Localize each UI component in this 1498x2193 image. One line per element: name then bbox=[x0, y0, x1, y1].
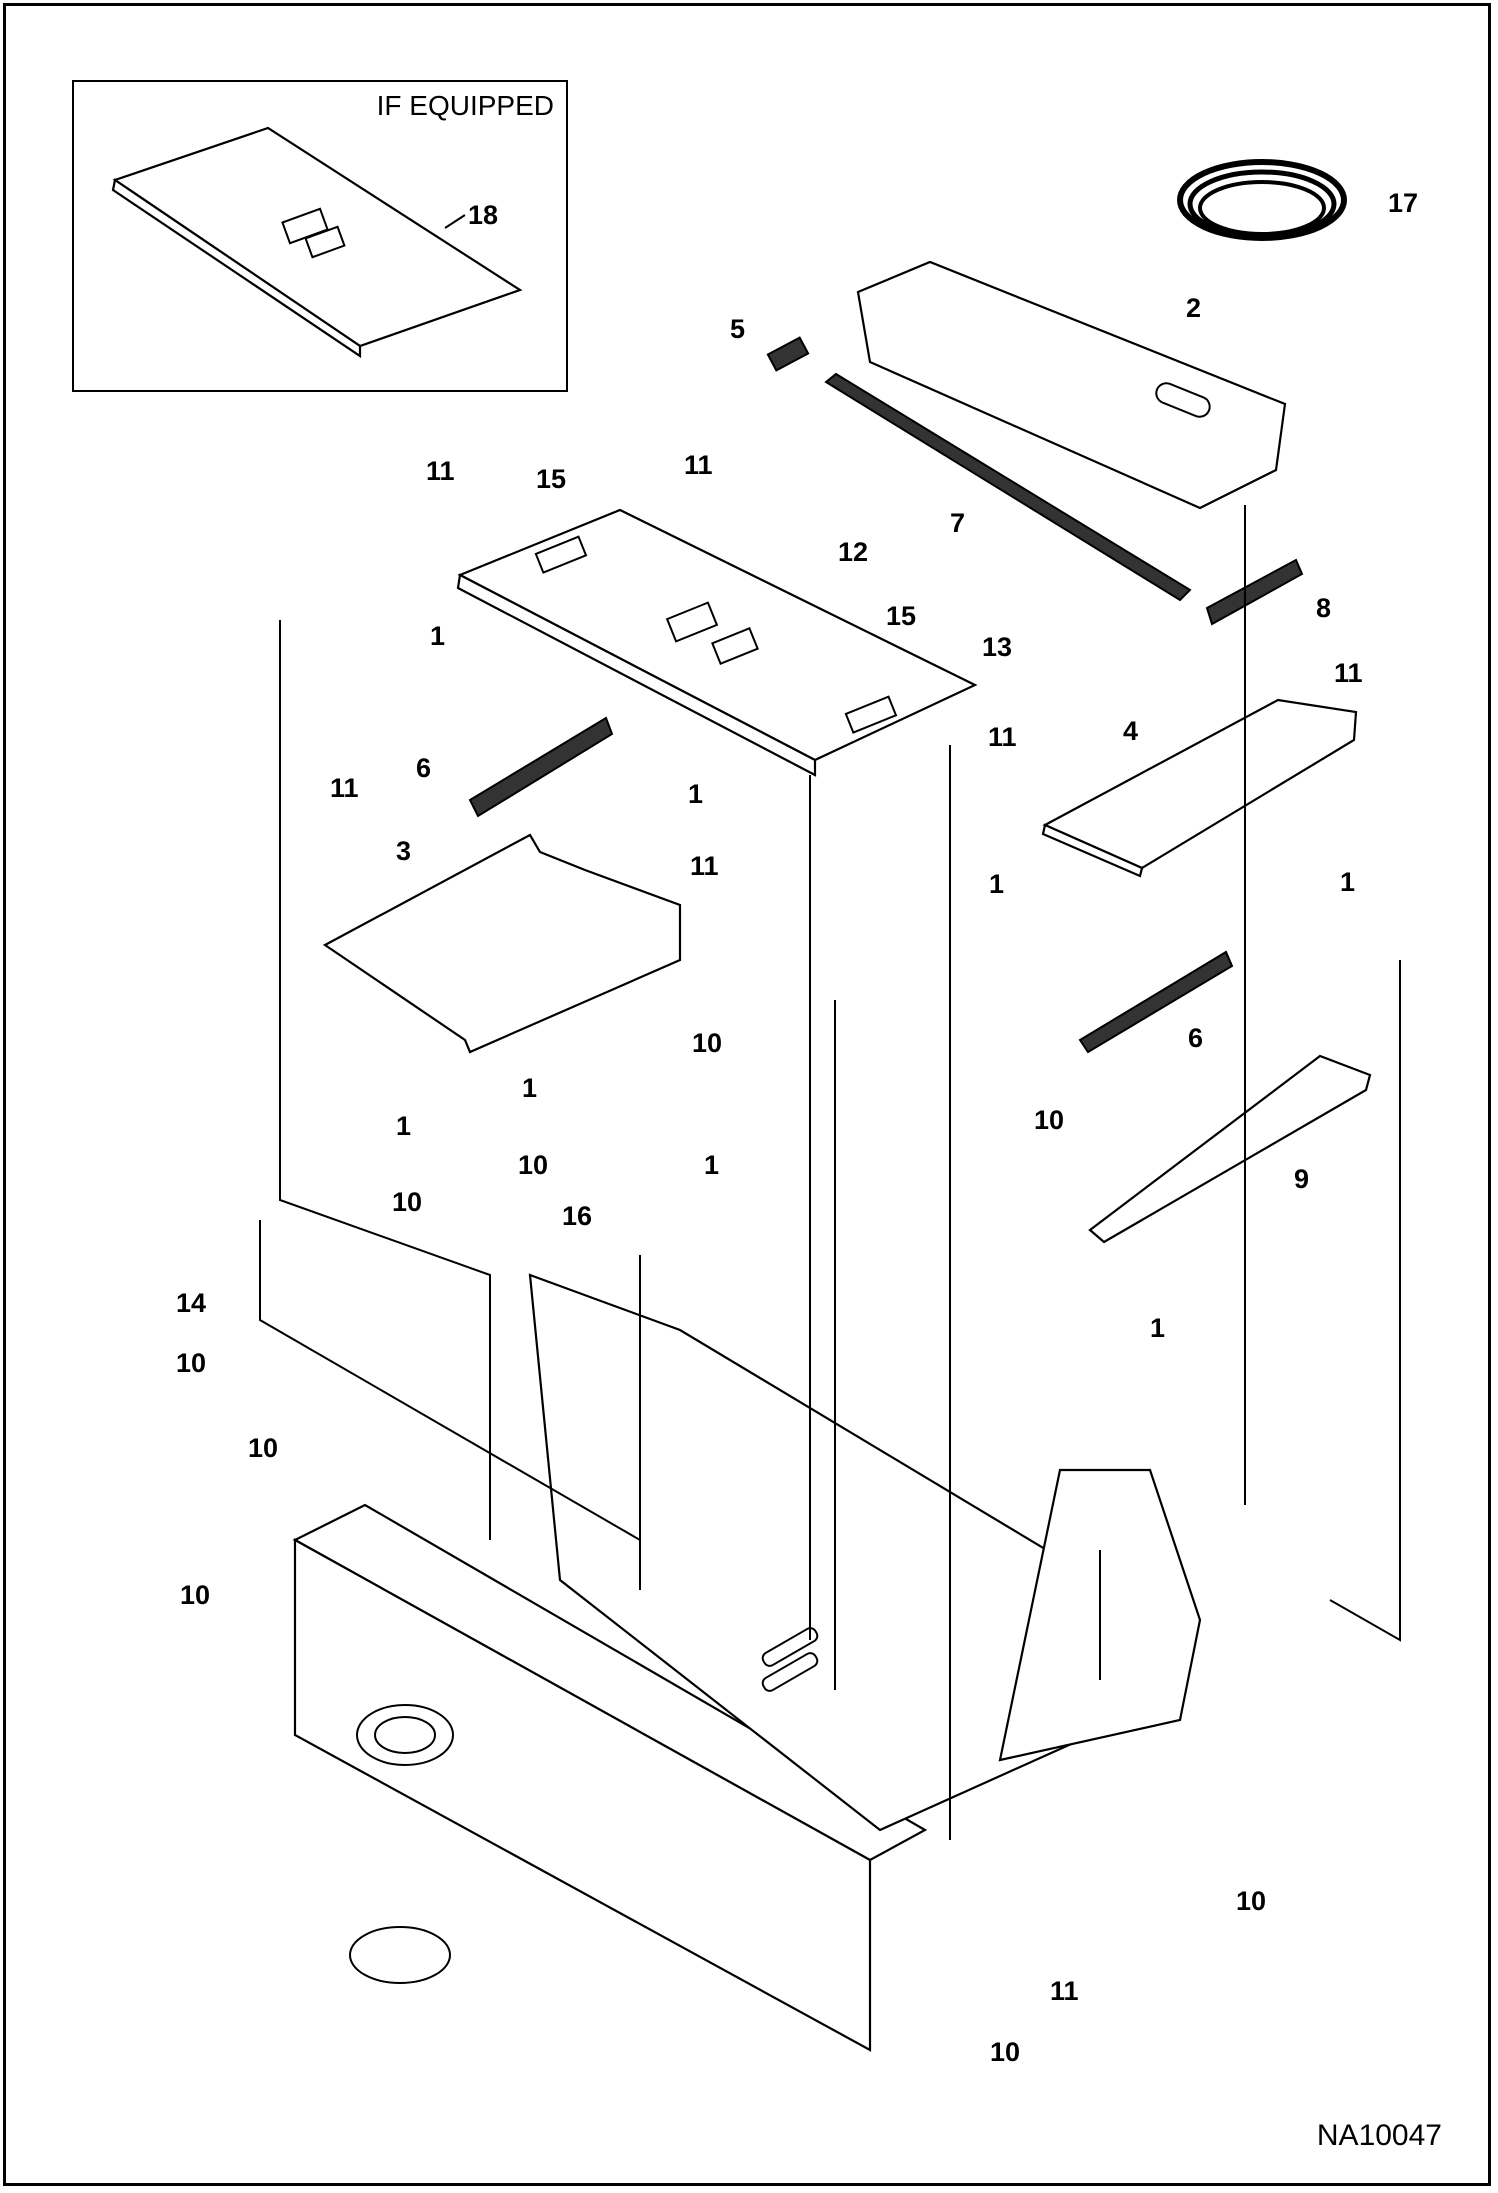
callout-10: 10 bbox=[1236, 1886, 1266, 1916]
page-border bbox=[3, 3, 1491, 2186]
part-4-plate bbox=[1041, 698, 1358, 878]
callout-4: 4 bbox=[1123, 716, 1138, 746]
callout-10: 10 bbox=[392, 1187, 422, 1217]
callout-11: 11 bbox=[684, 450, 713, 480]
callout-labels: 18 17 2 5 7 8 11 15 11 12 15 13 1 11 6 1… bbox=[176, 188, 1418, 2067]
figure-id: NA10047 bbox=[1316, 2119, 1442, 2152]
callout-11: 11 bbox=[1334, 658, 1363, 688]
seal-strips bbox=[468, 336, 1304, 1054]
base-frame bbox=[292, 1273, 1202, 2052]
callout-11: 11 bbox=[1050, 1976, 1079, 2006]
callout-1: 1 bbox=[1340, 867, 1355, 897]
callout-7: 7 bbox=[950, 508, 965, 538]
callout-11: 11 bbox=[988, 722, 1017, 752]
callout-10: 10 bbox=[518, 1150, 548, 1180]
callout-10: 10 bbox=[180, 1580, 210, 1610]
part-18-plate bbox=[111, 126, 523, 359]
callout-13: 13 bbox=[982, 632, 1012, 662]
callout-3: 3 bbox=[396, 836, 411, 866]
callout-10: 10 bbox=[990, 2037, 1020, 2067]
callout-17: 17 bbox=[1388, 188, 1418, 218]
callout-11: 11 bbox=[690, 851, 719, 881]
callout-2: 2 bbox=[1186, 293, 1201, 323]
callout-11: 11 bbox=[426, 456, 455, 486]
callout-10: 10 bbox=[248, 1433, 278, 1463]
callout-10: 10 bbox=[1034, 1105, 1064, 1135]
callout-16: 16 bbox=[562, 1201, 592, 1231]
callout-14: 14 bbox=[176, 1288, 206, 1318]
callout-15: 15 bbox=[536, 464, 566, 494]
reference-lines bbox=[259, 505, 1401, 1840]
if-equipped-inset: IF EQUIPPED bbox=[72, 80, 568, 392]
callout-12: 12 bbox=[838, 537, 868, 567]
part-9-bar bbox=[1088, 1054, 1372, 1244]
part-2-cover bbox=[856, 260, 1287, 510]
callout-1: 1 bbox=[704, 1150, 719, 1180]
callout-10: 10 bbox=[692, 1028, 722, 1058]
callout-6: 6 bbox=[416, 753, 431, 783]
callout-1: 1 bbox=[989, 869, 1004, 899]
part-15-main-plate bbox=[456, 508, 978, 777]
callout-9: 9 bbox=[1294, 1164, 1309, 1194]
callout-15: 15 bbox=[886, 601, 916, 631]
callout-6: 6 bbox=[1188, 1023, 1203, 1053]
callout-1: 1 bbox=[1150, 1313, 1165, 1343]
callout-1: 1 bbox=[688, 779, 703, 809]
callout-1: 1 bbox=[522, 1073, 537, 1103]
callout-5: 5 bbox=[730, 314, 745, 344]
callout-11: 11 bbox=[330, 773, 359, 803]
callout-8: 8 bbox=[1316, 593, 1331, 623]
callout-18: 18 bbox=[468, 200, 498, 230]
part-3-plate bbox=[322, 833, 682, 1054]
callout-1: 1 bbox=[430, 621, 445, 651]
callout-10: 10 bbox=[176, 1348, 206, 1378]
part-17-seal-coil bbox=[1177, 159, 1347, 241]
callout-1: 1 bbox=[396, 1111, 411, 1141]
inset-label: IF EQUIPPED bbox=[376, 90, 554, 121]
